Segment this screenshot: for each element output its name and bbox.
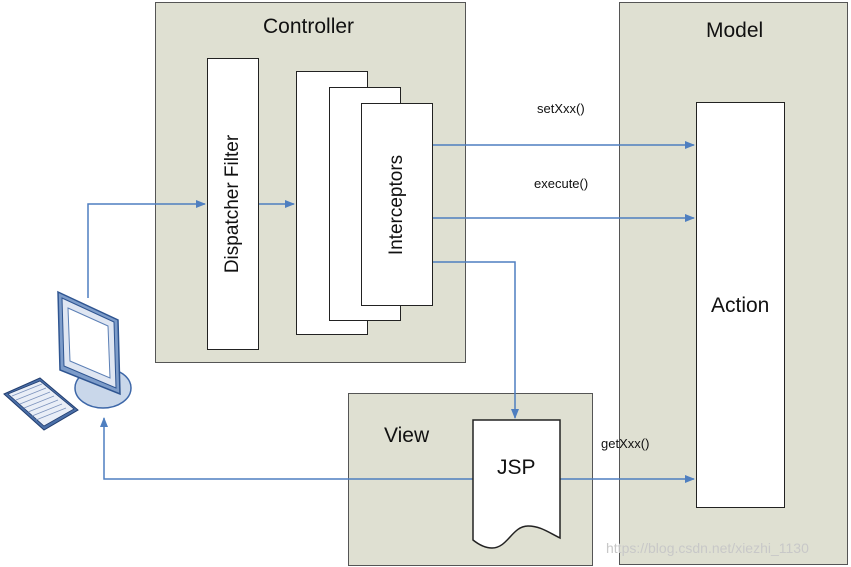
execute-message-label: execute() — [534, 176, 589, 191]
computer-icon — [3, 290, 132, 431]
get-message-label: getXxx() — [601, 436, 650, 451]
interceptors-box: Interceptors — [361, 103, 433, 306]
response-arrow — [100, 417, 473, 480]
jsp-label: JSP — [497, 456, 536, 479]
controller-title: Controller — [263, 15, 355, 38]
request-arrow — [87, 200, 206, 298]
jsp-document-shape — [472, 419, 561, 549]
action-box: Action — [696, 102, 785, 508]
dispatcher-filter-box: Dispatcher Filter — [207, 58, 259, 350]
action-label: Action — [711, 294, 770, 317]
model-title: Model — [706, 19, 764, 42]
view-title: View — [384, 424, 430, 447]
set-message-label: setXxx() — [537, 101, 585, 116]
watermark: https://blog.csdn.net/xiezhi_1130 — [606, 540, 809, 556]
result-arrow — [433, 261, 519, 419]
